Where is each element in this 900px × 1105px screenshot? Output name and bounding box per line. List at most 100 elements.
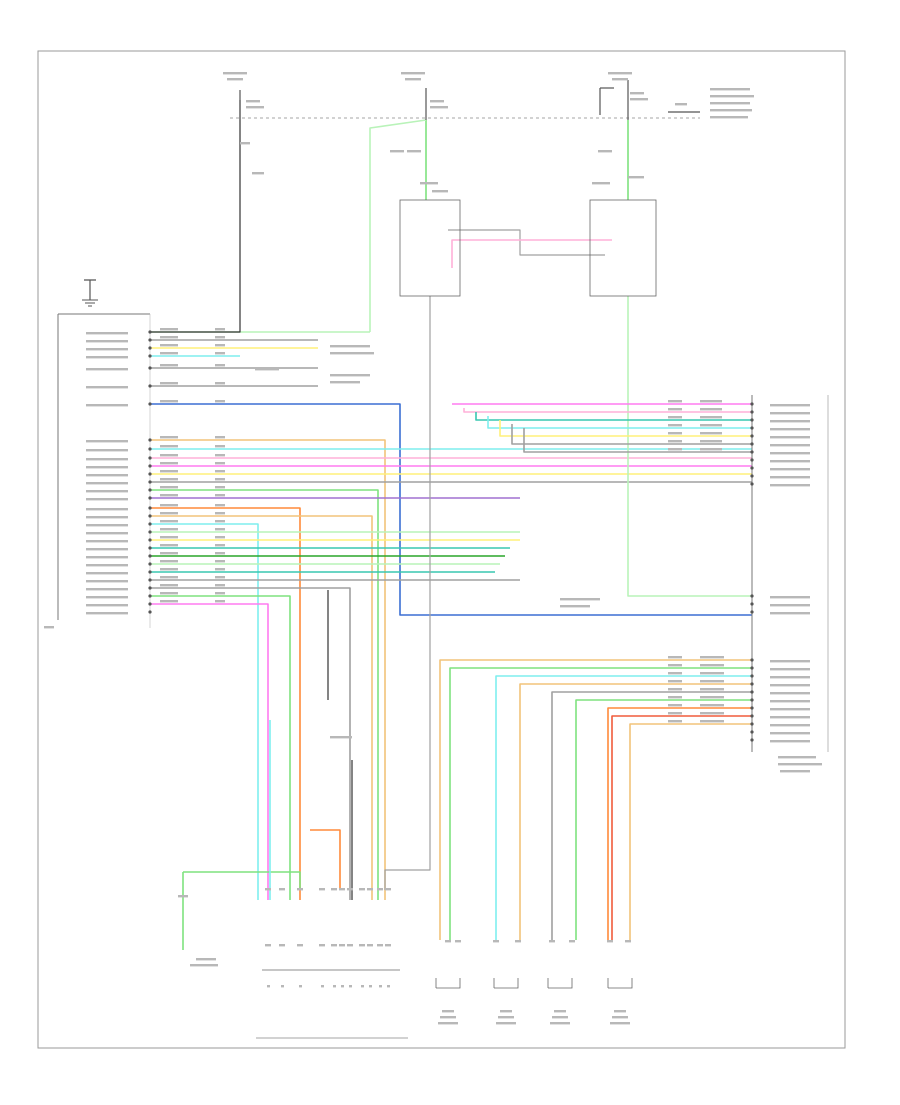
connector-pin-icon: [750, 714, 754, 718]
note-label: [330, 352, 374, 355]
speaker-wire: [449, 667, 752, 940]
connector-pin-icon: [750, 610, 754, 614]
wire-code-label: [215, 592, 225, 595]
pin-label: [455, 940, 461, 943]
wire-color-label: [700, 712, 724, 715]
wire-code-label: [215, 382, 225, 385]
splice-label: [252, 172, 264, 175]
connector-pin-icon: [750, 698, 754, 702]
pin-label: [377, 944, 383, 947]
wire-color-label: [160, 352, 178, 355]
wire-code-label: [215, 494, 225, 497]
module-pin-label: [86, 556, 128, 559]
module-pin-label: [86, 604, 128, 607]
wire-code-label: [215, 462, 225, 465]
wire-color-label: [160, 328, 178, 331]
pin-label: [607, 940, 613, 943]
connector-pin-icon: [148, 578, 152, 582]
wire-code-label: [668, 432, 682, 435]
connector-pin-icon: [148, 538, 152, 542]
component-layer: [57, 80, 829, 1039]
speaker-label: [614, 1010, 626, 1013]
module-pin-label: [86, 548, 128, 551]
module-pin-label: [86, 368, 128, 371]
fuse-source-label: [223, 72, 247, 75]
bundle-wire: [310, 829, 341, 890]
note-label: [710, 88, 750, 91]
harness-wire: [150, 587, 351, 900]
note-label: [710, 116, 748, 119]
connector-pin-icon: [148, 472, 152, 476]
connector-pin-icon: [750, 442, 754, 446]
pin-label: [339, 888, 345, 891]
connector-pin-icon: [148, 366, 152, 370]
wire-code-label: [215, 400, 225, 403]
speaker-label: [550, 1022, 570, 1025]
speaker-wire: [551, 691, 752, 940]
speaker-wire: [607, 707, 752, 940]
speaker-wire: [519, 683, 752, 940]
connector-pin-icon: [148, 506, 152, 510]
wire-code-label: [668, 696, 682, 699]
fuse-source-label: [401, 72, 425, 75]
amp-pin-label: [770, 436, 810, 439]
wire-color-label: [700, 688, 724, 691]
wire-color-label: [160, 344, 178, 347]
wire-code-label: [598, 150, 612, 153]
wire-code-label: [668, 688, 682, 691]
speaker-label: [612, 1016, 628, 1019]
amp-pin-label: [770, 724, 810, 727]
wire-color-label: [700, 656, 724, 659]
relay-label: [628, 176, 644, 179]
module-pin-label: [86, 540, 128, 543]
connector-pin-icon: [750, 674, 754, 678]
amp-pin-label: [770, 612, 810, 615]
pin-label: [377, 888, 383, 891]
pin-label: [387, 985, 390, 988]
wire-color-label: [160, 568, 178, 571]
pin-label: [319, 888, 325, 891]
wire-color-label: [700, 720, 724, 723]
outer-frame: [37, 50, 846, 1049]
pin-label: [297, 888, 303, 891]
wire-color-label: [160, 494, 178, 497]
connector-pin-icon: [148, 402, 152, 406]
wire-code-label: [668, 680, 682, 683]
wire-code-label: [668, 400, 682, 403]
connector-pin-icon: [750, 458, 754, 462]
connector-pin-icon: [148, 384, 152, 388]
pin-label: [385, 944, 391, 947]
connector-pin-icon: [750, 594, 754, 598]
connector-pin-icon: [750, 402, 754, 406]
wire-color-label: [160, 584, 178, 587]
wire-code-label: [215, 528, 225, 531]
wire-code-label: [668, 720, 682, 723]
relay-output-wire: [384, 296, 431, 890]
amp-pin-label: [770, 420, 810, 423]
ignition-feed-wire: [150, 100, 241, 333]
module-pin-label: [86, 580, 128, 583]
module-pin-label: [86, 458, 128, 461]
pin-label: [267, 985, 270, 988]
antenna-icon: [84, 279, 96, 300]
amp-pin-label: [770, 660, 810, 663]
wire-color-label: [160, 592, 178, 595]
pin-label: [299, 985, 302, 988]
pin-label: [333, 985, 336, 988]
amp-pin-label: [770, 468, 810, 471]
pin-label: [349, 985, 352, 988]
wire-color-label: [160, 560, 178, 563]
wire-code-label: [215, 454, 225, 457]
amp-pin-label: [770, 452, 810, 455]
amp-pin-label: [770, 684, 810, 687]
harness-wire: [150, 595, 291, 900]
wire-code-label: [215, 568, 225, 571]
connector-pin-icon: [148, 586, 152, 590]
label-layer: [44, 72, 822, 1025]
wire-color-label: [160, 536, 178, 539]
wire-color-label: [160, 454, 178, 457]
pin-label: [279, 944, 285, 947]
wire-code-label: [240, 142, 250, 145]
speaker-label: [440, 1016, 456, 1019]
